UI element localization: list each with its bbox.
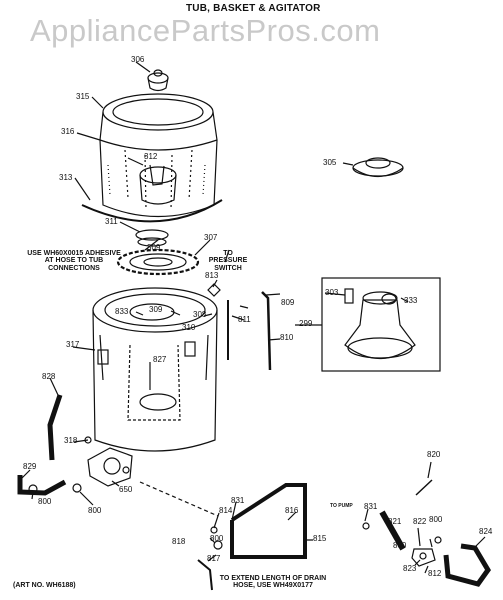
- part-label-831-b[interactable]: 831: [364, 502, 378, 511]
- part-label-820[interactable]: 820: [427, 450, 441, 459]
- part-label-800-c[interactable]: 800: [210, 534, 224, 543]
- part-label-815[interactable]: 815: [313, 534, 327, 543]
- part-label-305[interactable]: 305: [323, 158, 337, 167]
- part-label-829[interactable]: 829: [23, 462, 37, 471]
- part-label-317[interactable]: 317: [66, 340, 80, 349]
- part-label-800-a[interactable]: 800: [38, 497, 52, 506]
- part-label-307[interactable]: 307: [204, 233, 218, 242]
- part-label-800-d[interactable]: 800: [429, 515, 443, 524]
- part-label-650[interactable]: 650: [119, 485, 133, 494]
- hub-gear-drawing: [116, 248, 200, 276]
- part-label-800-b[interactable]: 800: [88, 506, 102, 515]
- to-pump-note: TO PUMP: [330, 503, 353, 509]
- part-label-817[interactable]: 817: [207, 554, 221, 563]
- part-label-800-e[interactable]: 800: [393, 541, 407, 550]
- basket-drawing: [99, 93, 218, 218]
- part-label-299[interactable]: 299: [299, 319, 313, 328]
- part-label-823[interactable]: 823: [403, 564, 417, 573]
- part-label-827[interactable]: 827: [153, 355, 167, 364]
- art-number: (ART NO. WH6188): [13, 582, 76, 589]
- part-label-306[interactable]: 306: [131, 55, 145, 64]
- pump-drawing: [87, 447, 133, 487]
- part-label-828[interactable]: 828: [42, 372, 56, 381]
- drain-hose-note: TO EXTEND LENGTH OF DRAIN HOSE, USE WH49…: [219, 575, 327, 590]
- part-label-821[interactable]: 821: [388, 517, 402, 526]
- part-label-831-a[interactable]: 831: [231, 496, 245, 505]
- adhesive-note: USE WH60X0015 ADHESIVE AT HOSE TO TUB CO…: [27, 250, 121, 272]
- part-label-315[interactable]: 315: [76, 92, 90, 101]
- ring-311-drawing: [135, 229, 169, 241]
- part-label-809[interactable]: 809: [281, 298, 295, 307]
- part-label-316[interactable]: 316: [61, 127, 75, 136]
- part-label-313[interactable]: 313: [59, 173, 73, 182]
- watermark: AppliancePartsPros.com: [30, 13, 381, 48]
- part-label-312[interactable]: 312: [144, 152, 158, 161]
- part-label-311[interactable]: 311: [105, 217, 118, 226]
- part-label-811[interactable]: 811: [238, 315, 251, 324]
- part-label-308[interactable]: 308: [193, 310, 207, 319]
- agitator-cap-drawing: [147, 69, 169, 92]
- part-label-333[interactable]: 333: [404, 296, 418, 305]
- part-label-303[interactable]: 303: [325, 288, 339, 297]
- outer-tub-drawing: [92, 287, 218, 452]
- agitator-cap-305-drawing: [352, 157, 404, 178]
- part-label-310[interactable]: 310: [182, 323, 196, 332]
- part-label-824[interactable]: 824: [479, 527, 493, 536]
- part-label-813[interactable]: 813: [205, 271, 219, 280]
- pressure-switch-note: TO PRESSURE SWITCH: [208, 250, 248, 272]
- snap-ring-drawing: [81, 199, 223, 223]
- part-label-812[interactable]: 812: [428, 569, 442, 578]
- part-label-833[interactable]: 833: [115, 307, 129, 316]
- part-label-309[interactable]: 309: [147, 243, 161, 252]
- part-label-816[interactable]: 816: [285, 506, 299, 515]
- diagram-title: TUB, BASKET & AGITATOR: [186, 3, 321, 14]
- agitator-assembly-drawing: [344, 288, 416, 360]
- part-label-309-lower[interactable]: 309: [149, 305, 163, 314]
- part-label-814[interactable]: 814: [219, 506, 233, 515]
- part-label-818[interactable]: 818: [172, 537, 186, 546]
- part-label-822[interactable]: 822: [413, 517, 427, 526]
- part-label-318[interactable]: 318: [64, 436, 78, 445]
- part-label-810[interactable]: 810: [280, 333, 294, 342]
